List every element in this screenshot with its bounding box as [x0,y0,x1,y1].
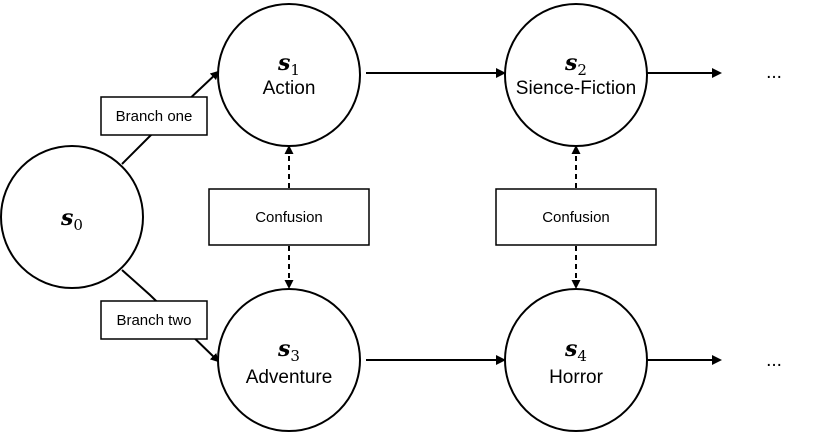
node-s3-symbol: s [277,336,290,362]
node-s3: s3 Adventure [217,288,361,432]
node-s2: s2 Sience-Fiction [504,3,648,147]
node-s4-symbol: s [564,336,577,362]
node-s0-subscript: 0 [73,216,83,234]
branch-two-label: Branch two [116,312,191,329]
node-s1-symbol: s [277,50,290,76]
node-s4-label: Horror [549,367,604,388]
node-s3-subscript: 3 [290,347,300,365]
svg-text:s4: s4 [564,336,587,365]
node-s2-label: Sience-Fiction [516,78,636,99]
branch-one-label: Branch one [116,108,193,125]
node-s0-symbol: s [60,205,73,231]
node-s4: s4 Horror [504,288,648,432]
node-s2-subscript: 2 [577,61,587,79]
node-s1-subscript: 1 [290,61,300,79]
node-s0: s0 [0,145,144,289]
continuation-top: ... [766,62,782,83]
branch-one-box: Branch one [100,96,208,136]
svg-text:s1: s1 [277,50,300,79]
svg-text:s3: s3 [277,336,300,365]
confusion-box-left: Confusion [208,188,370,246]
branch-two-box: Branch two [100,300,208,340]
node-s2-symbol: s [564,50,577,76]
node-s3-label: Adventure [246,367,333,388]
node-s1: s1 Action [217,3,361,147]
node-s4-subscript: 4 [577,347,587,365]
confusion-box-right: Confusion [495,188,657,246]
continuation-bottom: ... [766,350,782,371]
svg-text:s2: s2 [564,50,587,79]
confusion-left-label: Confusion [255,209,323,226]
node-s1-label: Action [263,78,316,99]
confusion-right-label: Confusion [542,209,610,226]
edge-s0-s1 [121,70,220,165]
svg-text:s0: s0 [60,205,83,234]
